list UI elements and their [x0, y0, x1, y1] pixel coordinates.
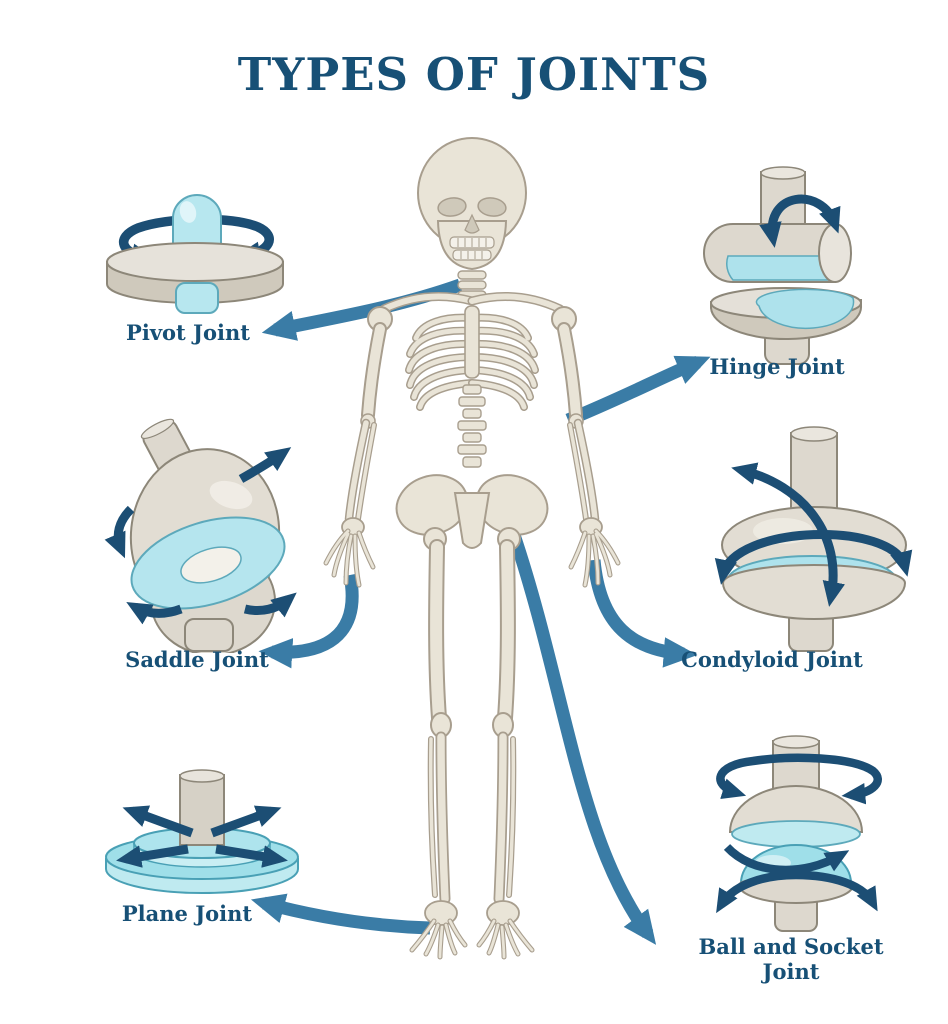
- human-skeleton-figure: [323, 137, 622, 978]
- ball-and-socket-joint-icon: [716, 735, 882, 932]
- spine: [457, 384, 487, 468]
- condyloid-joint-icon: [714, 426, 913, 652]
- saddle-joint-icon: [104, 418, 297, 653]
- skull-icon: [417, 137, 527, 271]
- pivot-joint-label: Pivot Joint: [126, 320, 250, 345]
- page-title: TYPES OF JOINTS: [237, 48, 711, 101]
- arm: [323, 292, 477, 588]
- connector-hip-to-ball-socket: [507, 532, 657, 945]
- connector-elbow-to-hinge: [565, 355, 711, 427]
- hinge-joint-label: Hinge Joint: [709, 354, 845, 379]
- plane-joint-label: Plane Joint: [121, 901, 253, 926]
- saddle-joint-label: Saddle Joint: [125, 647, 269, 672]
- hinge-joint-icon: [703, 166, 863, 365]
- ball-and-socket-joint-label: Ball and Socket Joint: [698, 934, 884, 984]
- connector-foot-to-plane: [250, 893, 431, 935]
- leg: [409, 539, 468, 960]
- plane-joint-icon: [105, 769, 299, 894]
- ribcage: [405, 305, 535, 411]
- pelvis: [395, 465, 557, 551]
- pivot-joint-icon: [106, 194, 284, 314]
- condyloid-joint-label: Condyloid Joint: [681, 647, 863, 672]
- connector-hand-to-saddle: [258, 573, 359, 669]
